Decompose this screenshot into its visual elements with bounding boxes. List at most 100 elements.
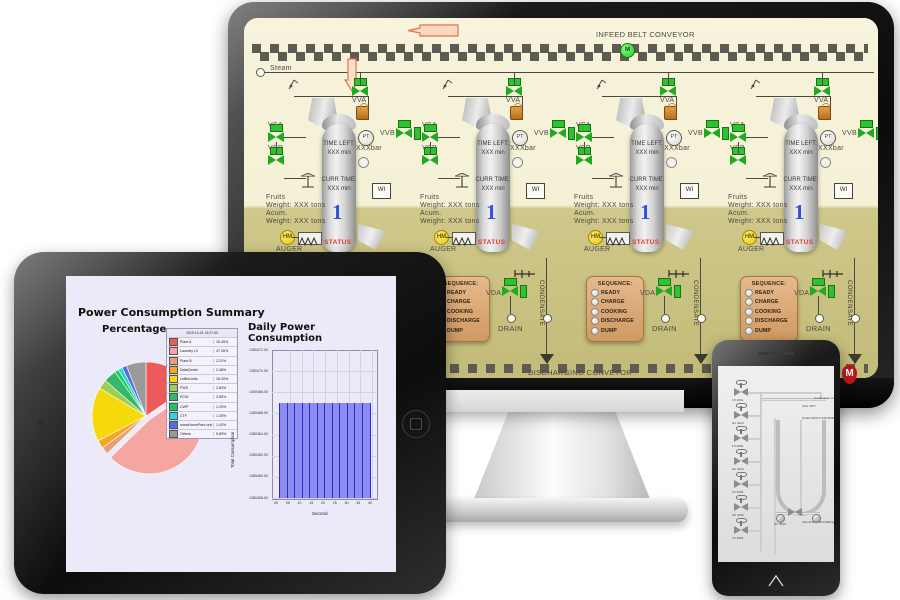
sequence-step-charge-4[interactable]: CHARGE (745, 298, 794, 307)
valve-vva-2[interactable] (506, 86, 522, 96)
valve-vsb-3[interactable] (576, 155, 592, 165)
tablet-home-button[interactable] (402, 410, 430, 438)
valve-tag-2: FV 4002 (732, 444, 744, 448)
valve-fv-4002[interactable] (734, 434, 748, 443)
wi-indicator-4[interactable]: WI (834, 183, 853, 199)
sequence-step-ready-3[interactable]: READY (591, 289, 640, 297)
loop-inner-pipe (800, 420, 802, 512)
riser-pipe (774, 418, 776, 554)
valve-vsa-3[interactable] (576, 132, 592, 142)
vessel-curr-time-3: CURR TIME: (629, 177, 665, 183)
valve-vvb-3[interactable] (704, 128, 720, 138)
valve-vsa-4[interactable] (730, 132, 746, 142)
legend-swatch (169, 420, 178, 429)
vessel-body-3[interactable] (630, 124, 664, 252)
valve-hv4520[interactable] (788, 508, 802, 517)
drain-node-3 (661, 314, 670, 323)
valve-vva-3[interactable] (660, 86, 676, 96)
valve-vda-3[interactable] (656, 286, 672, 296)
valve-fv-4001[interactable] (734, 388, 748, 397)
monitor-lower-bar (440, 390, 684, 412)
valve-hv-4430[interactable] (734, 503, 748, 512)
legend-swatch (169, 411, 178, 420)
home-icon[interactable] (768, 574, 784, 587)
wi-indicator-1[interactable]: WI (372, 183, 391, 199)
vsa-out-1 (284, 137, 306, 138)
tablet-screen[interactable]: Power Consumption Summary Percentage Dai… (66, 276, 396, 572)
upper-manifold (762, 398, 826, 401)
vessel-body-2[interactable] (476, 124, 510, 252)
sequence-step-cooking-4[interactable]: COOKING (745, 307, 794, 316)
valve-hv-4410[interactable] (734, 411, 748, 420)
discharging-belt-dots (252, 364, 868, 373)
valve-vda-2[interactable] (502, 286, 518, 296)
valve-vsb-4[interactable] (730, 155, 746, 165)
vvb-label-1: VVB (380, 130, 395, 137)
vs-link-1 (276, 142, 277, 155)
vessel-number-1: 1 (332, 200, 343, 224)
sequence-step-ready-4[interactable]: READY (745, 289, 794, 297)
valve-fv-4004[interactable] (734, 526, 748, 535)
acum-weight-3: Weight: XXX tons (574, 218, 634, 225)
wi-indicator-3[interactable]: WI (680, 183, 699, 199)
pie-slice-others[interactable] (126, 361, 147, 417)
valve-vda-4[interactable] (810, 286, 826, 296)
vessel-status-label-3: STATUS (632, 239, 660, 246)
sequence-step-discharge-4[interactable]: DISCHARGE (745, 317, 794, 326)
pie-slice-chillerunits[interactable] (91, 387, 147, 442)
vda-label-2: VDA (486, 290, 502, 297)
valve-vsb-2[interactable] (422, 155, 438, 165)
valve-hv-4420[interactable] (734, 457, 748, 466)
vessel-body-4[interactable] (784, 124, 818, 252)
sequence-step-discharge-3[interactable]: DISCHARGE (591, 317, 640, 326)
valve-vvb-2[interactable] (550, 128, 566, 138)
valve-vvb-4[interactable] (858, 128, 874, 138)
bar[interactable] (361, 402, 371, 498)
lock-icon-1 (356, 103, 369, 120)
condensate-node-3 (697, 314, 706, 323)
valve-vva-1[interactable] (352, 86, 368, 96)
vessel-time-left-4: TIME LEFT: (785, 141, 817, 147)
condensate-arrow-icon-3 (694, 354, 708, 364)
auger-screw-icon-2 (452, 232, 476, 247)
valve-fv-4003[interactable] (734, 480, 748, 489)
pt-gauge-1[interactable]: PT (358, 130, 374, 146)
valve-vvb-1[interactable] (396, 128, 412, 138)
valve-vsa-2[interactable] (422, 132, 438, 142)
top-cross-pipe (760, 392, 822, 394)
pt-gauge-2[interactable]: PT (512, 130, 528, 146)
sequence-step-dump-3[interactable]: DUMP (591, 326, 640, 335)
sequence-step-charge-3[interactable]: CHARGE (591, 298, 640, 307)
vessel-body-1[interactable] (322, 124, 356, 252)
vessel-curr-time-4: CURR TIME: (783, 177, 819, 183)
condensate-node-2 (543, 314, 552, 323)
pt-gauge-3[interactable]: PT (666, 130, 682, 146)
main-header-pipe (760, 392, 762, 552)
valve-vva-4[interactable] (814, 86, 830, 96)
valve-vsa-1[interactable] (268, 132, 284, 142)
pt-gauge-4[interactable]: PT (820, 130, 836, 146)
sequence-led-icon (745, 307, 753, 316)
legend-swatch (169, 393, 178, 402)
sequence-step-dump-4[interactable]: DUMP (745, 326, 794, 335)
discharge-cone-3 (666, 224, 694, 250)
auger-link-1 (292, 237, 299, 238)
wi-indicator-2[interactable]: WI (526, 183, 545, 199)
infeed-motor-icon[interactable]: M (620, 43, 635, 58)
condensate-label-4: CONDENSATE (846, 280, 852, 327)
instrument-icon-1 (288, 77, 300, 90)
sequence-step-cooking-3[interactable]: COOKING (591, 307, 640, 316)
valve-vsb-1[interactable] (268, 155, 284, 165)
